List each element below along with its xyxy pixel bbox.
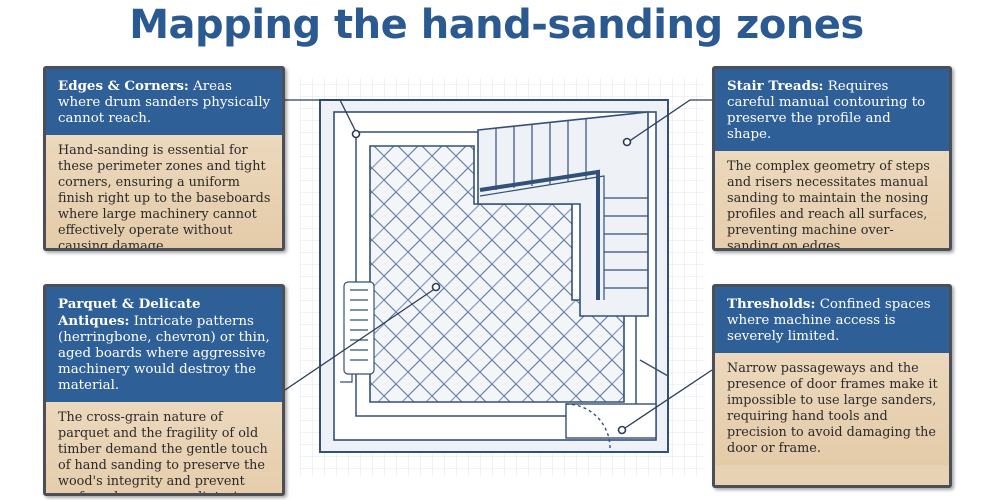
card-edges-corners: Edges & Corners: Areas where drum sander… <box>43 66 285 251</box>
radiator <box>340 281 375 383</box>
leader-thresholds <box>621 369 713 431</box>
marker-parquet <box>431 282 441 292</box>
card-stairs-body: The complex geometry of steps and risers… <box>715 151 949 248</box>
card-parquet-subtitle: Intricate patterns (herringbone, chevron… <box>58 314 270 393</box>
card-parquet-header: Parquet & Delicate Antiques: Intricate p… <box>46 287 282 402</box>
herringbone-floor <box>369 145 625 403</box>
card-stairs-heading: Stair Treads: <box>727 78 824 94</box>
marker-edges <box>351 129 361 139</box>
card-stair-treads: Stair Treads: Requires careful manual co… <box>712 66 952 251</box>
card-edges-subtitle: Areas where drum sanders physically cann… <box>58 79 271 126</box>
leader-edges <box>285 99 357 133</box>
page-title: Mapping the hand-sanding zones <box>129 2 864 48</box>
card-edges-header: Edges & Corners: Areas where drum sander… <box>46 69 282 135</box>
card-stairs-header: Stair Treads: Requires careful manual co… <box>715 69 949 151</box>
card-edges-body: Hand-sanding is essential for these peri… <box>46 135 282 248</box>
card-parquet-heading: Parquet & Delicate Antiques: <box>58 296 201 329</box>
card-thresholds: Thresholds: Confined spaces where machin… <box>712 284 952 488</box>
card-thresholds-header: Thresholds: Confined spaces where machin… <box>715 287 949 353</box>
card-parquet-antiques: Parquet & Delicate Antiques: Intricate p… <box>43 284 285 496</box>
card-edges-heading: Edges & Corners: <box>58 78 189 94</box>
leader-stairs <box>627 99 712 143</box>
card-thresholds-heading: Thresholds: <box>727 296 816 312</box>
staircase <box>477 111 649 317</box>
marker-stairs <box>622 137 632 147</box>
doorway-threshold <box>565 359 669 449</box>
marker-thresholds <box>617 425 627 435</box>
card-parquet-body: The cross-grain nature of parquet and th… <box>46 402 282 493</box>
leader-parquet <box>284 287 437 391</box>
card-thresholds-subtitle: Confined spaces where machine access is … <box>727 297 931 344</box>
floor-plan-illustration <box>284 78 713 476</box>
card-stairs-subtitle: Requires careful manual contouring to pr… <box>727 79 926 142</box>
card-thresholds-body: Narrow passageways and the presence of d… <box>715 353 949 465</box>
